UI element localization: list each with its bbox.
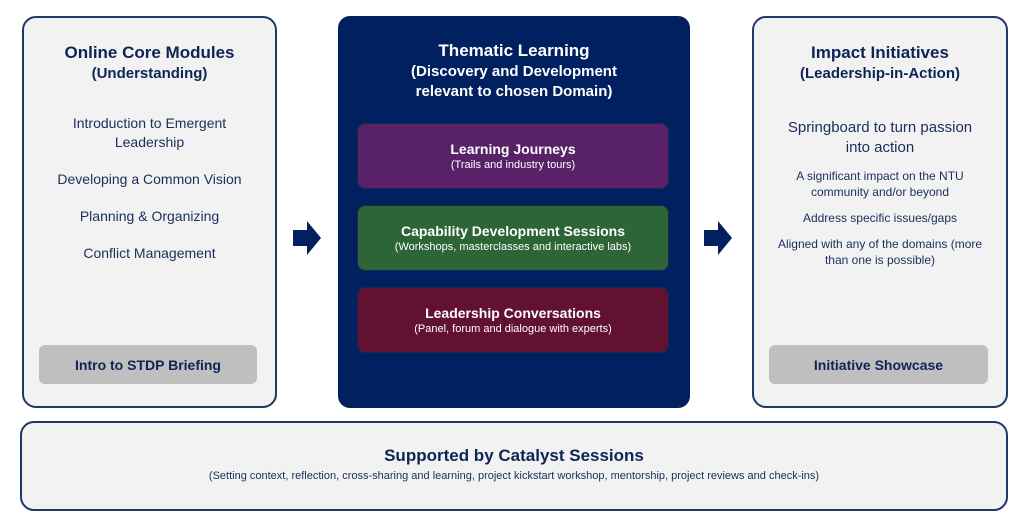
leadership-conversations-card: Leadership Conversations (Panel, forum a… (357, 287, 669, 353)
center-panel-subtitle-line1: (Discovery and Development (411, 63, 617, 80)
impact-item: Address specific issues/gaps (802, 211, 958, 225)
card-title: Learning Journeys (450, 140, 576, 157)
core-modules-list: Introduction to Emergent Leadership Deve… (24, 114, 275, 263)
arrow-shape (704, 221, 732, 255)
bottom-panel-description: (Setting context, reflection, cross-shar… (208, 470, 820, 482)
initiative-showcase-box: Initiative Showcase (769, 345, 988, 384)
module-item: Developing a Common Vision (57, 171, 242, 187)
online-core-modules-panel: Online Core Modules (Understanding) Intr… (22, 16, 277, 408)
thematic-learning-panel: Thematic Learning (Discovery and Develop… (338, 16, 690, 408)
module-item: Planning & Organizing (79, 208, 220, 224)
impact-initiatives-panel: Impact Initiatives (Leadership-in-Action… (752, 16, 1008, 408)
card-title: Capability Development Sessions (400, 222, 626, 239)
module-item: Conflict Management (83, 245, 216, 261)
right-panel-subtitle: (Leadership-in-Action) (800, 65, 960, 82)
right-panel-title: Impact Initiatives (811, 43, 949, 62)
card-description: (Panel, forum and dialogue with experts) (414, 322, 612, 335)
card-description: (Trails and industry tours) (450, 158, 576, 171)
center-panel-title: Thematic Learning (438, 41, 590, 60)
learning-journeys-card: Learning Journeys (Trails and industry t… (357, 123, 669, 189)
impact-lead-text: Springboard to turn passion into action (787, 119, 973, 156)
module-item: Introduction to Emergent Leadership (72, 115, 227, 150)
catalyst-sessions-panel: Supported by Catalyst Sessions (Setting … (20, 421, 1008, 511)
left-panel-subtitle: (Understanding) (91, 65, 208, 82)
bottom-panel-title: Supported by Catalyst Sessions (384, 446, 644, 465)
arrow-shape (293, 221, 321, 255)
center-panel-subtitle-line2: relevant to chosen Domain) (415, 83, 613, 100)
arrow-right-icon (704, 221, 732, 255)
impact-item: Aligned with any of the domains (more th… (777, 237, 983, 267)
intro-briefing-box: Intro to STDP Briefing (39, 345, 257, 384)
impact-item: A significant impact on the NTU communit… (796, 169, 964, 199)
capability-development-card: Capability Development Sessions (Worksho… (357, 205, 669, 271)
arrow-right-icon (293, 221, 321, 255)
card-description: (Workshops, masterclasses and interactiv… (394, 240, 632, 253)
card-title: Leadership Conversations (425, 304, 601, 321)
left-panel-title: Online Core Modules (64, 43, 235, 62)
